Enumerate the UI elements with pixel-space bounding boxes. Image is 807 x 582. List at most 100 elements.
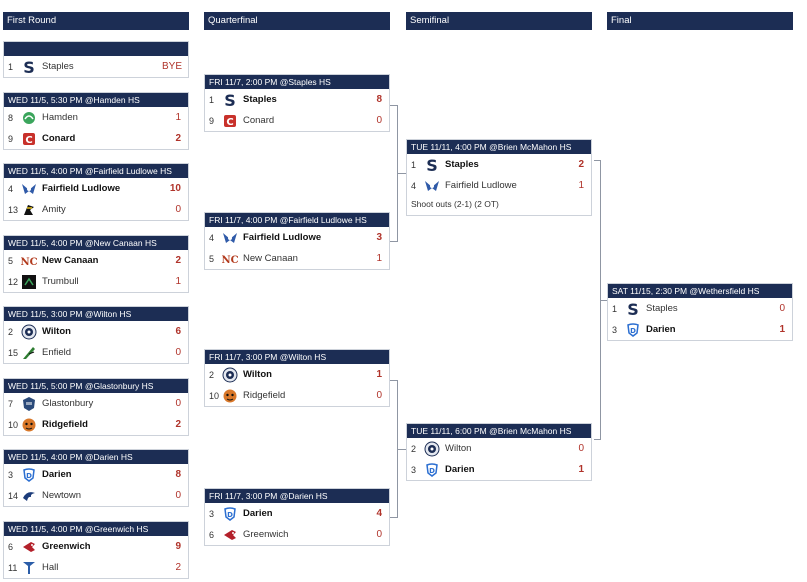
team-name[interactable]: Amity (42, 204, 66, 215)
team-seed: 4 (411, 180, 417, 191)
newtown-logo-icon (20, 487, 37, 504)
team-name[interactable]: Wilton (243, 369, 272, 380)
team-seed: 7 (8, 398, 14, 409)
wilton-logo-icon (20, 323, 37, 340)
conard-logo-icon: C (20, 130, 37, 147)
team-seed: 15 (8, 347, 19, 358)
team-name[interactable]: Trumbull (42, 276, 79, 287)
team-name[interactable]: Staples (445, 159, 479, 170)
team-name[interactable]: Enfield (42, 347, 72, 358)
team-seed: 9 (209, 115, 215, 126)
greenwich-logo-icon (221, 526, 238, 543)
team-score: 1 (175, 276, 181, 287)
team-score: 2 (175, 255, 181, 266)
team-name[interactable]: Greenwich (42, 541, 91, 552)
game-header: WED 11/5, 3:00 PM @Wilton HS (4, 307, 188, 321)
team-name[interactable]: Fairfield Ludlowe (445, 180, 517, 191)
team-score: 1 (376, 253, 382, 264)
game-header: FRI 11/7, 2:00 PM @Staples HS (205, 75, 389, 89)
team-name[interactable]: Ridgefield (243, 390, 286, 401)
staples-logo-icon: S (624, 300, 641, 317)
team-name[interactable]: New Canaan (42, 255, 99, 266)
bracket-connector (594, 160, 601, 440)
team-name[interactable]: Darien (646, 324, 676, 335)
team-name[interactable]: Glastonbury (42, 398, 94, 409)
svg-text:C: C (226, 117, 233, 128)
team-seed: 5 (8, 255, 14, 266)
team-name[interactable]: Hall (42, 562, 59, 573)
wilton-logo-icon (423, 440, 440, 457)
team-name[interactable]: Darien (445, 464, 475, 475)
team-seed: 1 (612, 303, 618, 314)
team-name[interactable]: Darien (243, 508, 273, 519)
team-name[interactable]: Newtown (42, 490, 82, 501)
team-seed: 8 (8, 112, 14, 123)
team-name[interactable]: Darien (42, 469, 72, 480)
fairfield-ludlowe-logo-icon (221, 229, 238, 246)
team-seed: 5 (209, 253, 215, 264)
game-header: TUE 11/11, 6:00 PM @Brien McMahon HS (407, 424, 591, 438)
team-name[interactable]: Wilton (42, 326, 71, 337)
team-name[interactable]: Ridgefield (42, 419, 88, 430)
team-name[interactable]: New Canaan (243, 253, 298, 264)
team-name[interactable]: Greenwich (243, 529, 289, 540)
team-score: 0 (779, 303, 785, 314)
team-name[interactable]: Staples (42, 61, 74, 72)
team-seed: 3 (411, 464, 417, 475)
team-name[interactable]: Fairfield Ludlowe (243, 232, 322, 243)
team-name[interactable]: Staples (646, 303, 678, 314)
team-name[interactable]: Conard (42, 133, 76, 144)
team-name[interactable]: Fairfield Ludlowe (42, 183, 121, 194)
team-name[interactable]: Hamden (42, 112, 78, 123)
team-seed: 2 (209, 369, 215, 380)
team-name[interactable]: Conard (243, 115, 275, 126)
team-seed: 3 (8, 469, 14, 480)
team-name[interactable]: Wilton (445, 443, 472, 454)
team-name[interactable]: Staples (243, 94, 277, 105)
